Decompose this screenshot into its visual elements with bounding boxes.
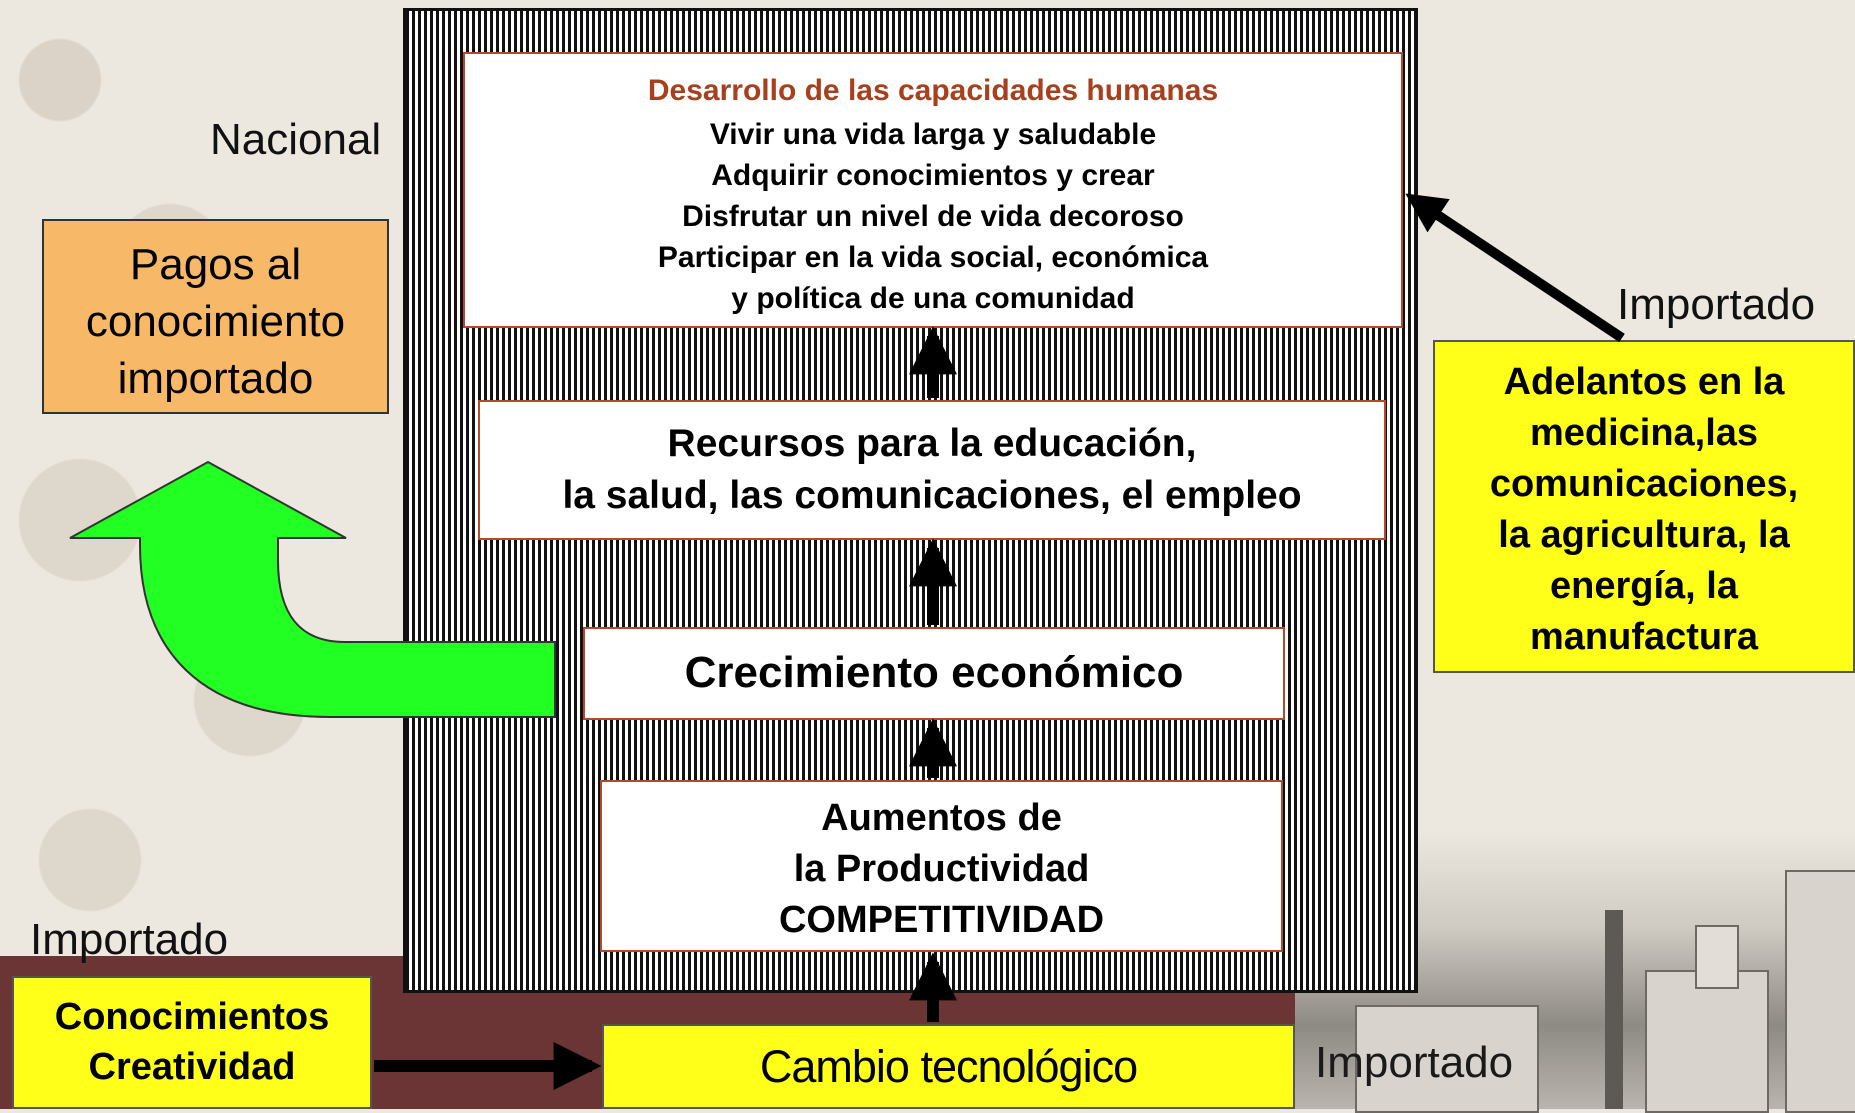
- payments-line: Pagos al: [129, 240, 302, 289]
- resources-box: Recursos para la educación, la salud, la…: [478, 400, 1386, 540]
- tech-change-label: Cambio tecnológico: [759, 1041, 1138, 1092]
- productivity-line: COMPETITIVIDAD: [778, 899, 1105, 941]
- productivity-box: Aumentos de la Productividad COMPETITIVI…: [600, 780, 1283, 952]
- productivity-line: la Productividad: [793, 848, 1090, 890]
- payments-box: Pagos al conocimiento importado: [42, 219, 389, 414]
- capability-line: Vivir una vida larga y saludable: [709, 118, 1157, 151]
- payments-line: importado: [117, 354, 314, 403]
- advances-line: manufactura: [1529, 616, 1759, 658]
- capability-line: Disfrutar un nivel de vida decoroso: [682, 200, 1184, 233]
- capability-line: Adquirir conocimientos y crear: [711, 159, 1155, 192]
- knowledge-line: Conocimientos: [54, 996, 330, 1038]
- economic-growth-label: Crecimiento económico: [684, 648, 1184, 697]
- resources-line: la salud, las comunicaciones, el empleo: [562, 474, 1302, 517]
- advances-line: energía, la: [1550, 565, 1738, 607]
- national-label: Nacional: [210, 115, 382, 164]
- human-capabilities-title: Desarrollo de las capacidades humanas: [647, 74, 1219, 107]
- imported-label-bottom: Importado: [1315, 1038, 1514, 1087]
- arrow-advances-to-development: [1405, 193, 1625, 343]
- resources-line: Recursos para la educación,: [667, 422, 1197, 465]
- capability-line: y política de una comunidad: [731, 282, 1135, 315]
- imported-label-left: Importado: [30, 915, 229, 964]
- advances-line: Adelantos en la: [1503, 361, 1785, 403]
- advances-line: medicina,las: [1529, 412, 1759, 454]
- payments-line: conocimiento: [85, 297, 346, 346]
- advances-line: la agricultura, la: [1498, 514, 1790, 556]
- advances-box: Adelantos en la medicina,las comunicacio…: [1433, 340, 1855, 673]
- imported-label-right: Importado: [1617, 280, 1816, 329]
- knowledge-line: Creatividad: [88, 1046, 296, 1088]
- tech-change-box: Cambio tecnológico: [602, 1024, 1295, 1109]
- capability-line: Participar en la vida social, económica: [657, 241, 1209, 274]
- advances-line: comunicaciones,: [1489, 463, 1799, 505]
- human-capabilities-box: Desarrollo de las capacidades humanas Vi…: [463, 52, 1403, 328]
- knowledge-box: Conocimientos Creatividad: [12, 976, 372, 1109]
- economic-growth-box: Crecimiento económico: [583, 627, 1285, 720]
- productivity-line: Aumentos de: [821, 797, 1062, 839]
